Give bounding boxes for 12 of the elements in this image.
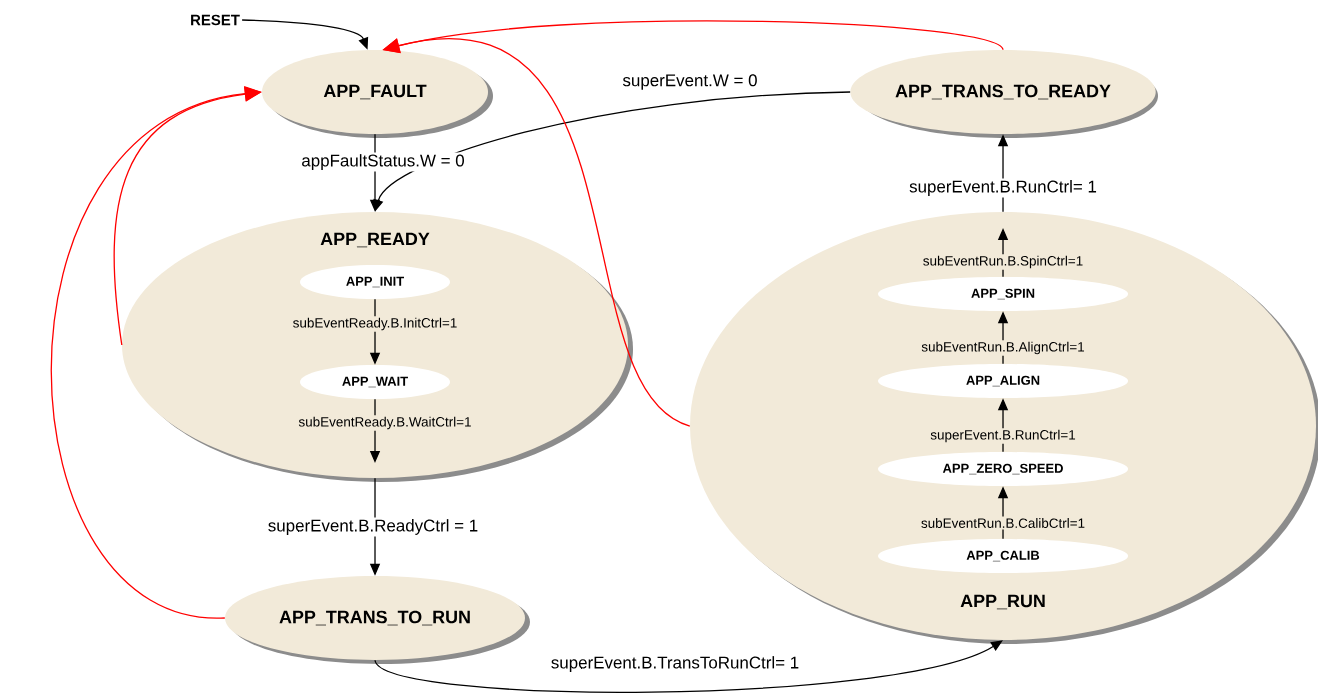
- edge-label: subEventReady.B.WaitCtrl=1: [297, 415, 474, 431]
- arrow: [374, 640, 1003, 693]
- edge-label: superEvent.B.TransToRunCtrl= 1: [549, 654, 801, 674]
- edge-label: subEventRun.B.AlignCtrl=1: [919, 340, 1087, 356]
- edge-label: appFaultStatus.W = 0: [299, 152, 467, 172]
- edge-label: subEventReady.B.InitCtrl=1: [291, 316, 459, 332]
- start-label: RESET: [191, 14, 240, 26]
- edge-label: superEvent.B.ReadyCtrl = 1: [266, 517, 480, 537]
- edge-label: superEvent.B.RunCtrl=1: [928, 428, 1078, 444]
- edge-label: subEventRun.B.SpinCtrl=1: [921, 254, 1085, 270]
- edge-label: superEvent.B.RunCtrl= 1: [907, 178, 1099, 198]
- edge-label: superEvent.W = 0: [620, 72, 760, 92]
